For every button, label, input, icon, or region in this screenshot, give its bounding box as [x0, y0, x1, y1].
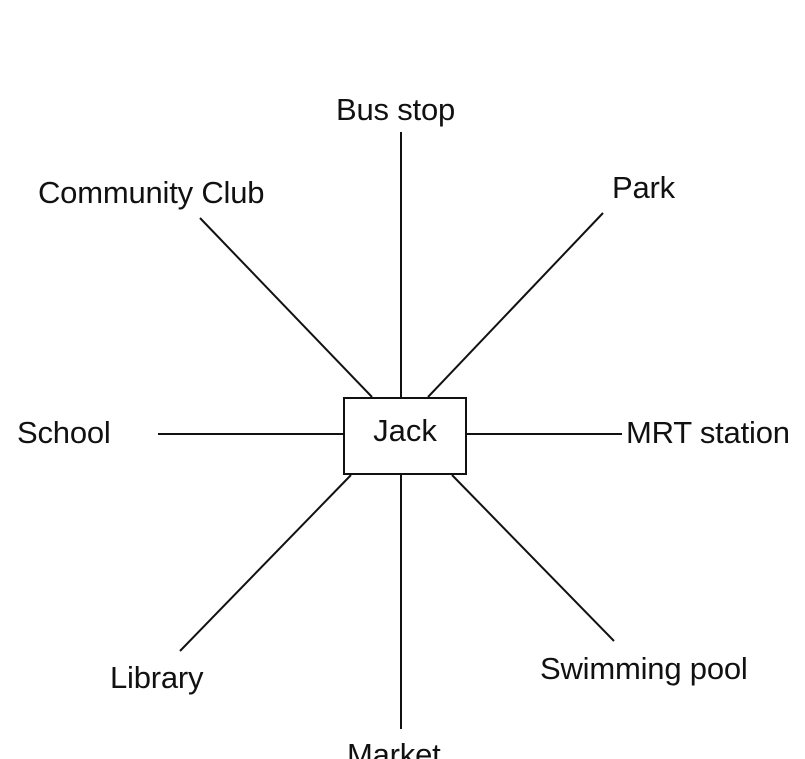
label-bus-stop: Bus stop: [336, 92, 456, 127]
label-park: Park: [612, 170, 675, 205]
line-park: [427, 212, 604, 398]
label-school: School: [17, 415, 111, 450]
label-mrt-station: MRT station: [626, 415, 790, 450]
center-node-label: Jack: [373, 413, 437, 448]
line-swimming-pool: [451, 474, 615, 642]
label-swimming-pool: Swimming pool: [540, 651, 748, 686]
label-library: Library: [110, 660, 204, 695]
line-community-club: [199, 217, 373, 398]
center-node-box: Jack: [343, 397, 467, 475]
label-community-club: Community Club: [38, 175, 265, 210]
label-market: Market: [347, 737, 441, 759]
line-library: [179, 474, 352, 652]
